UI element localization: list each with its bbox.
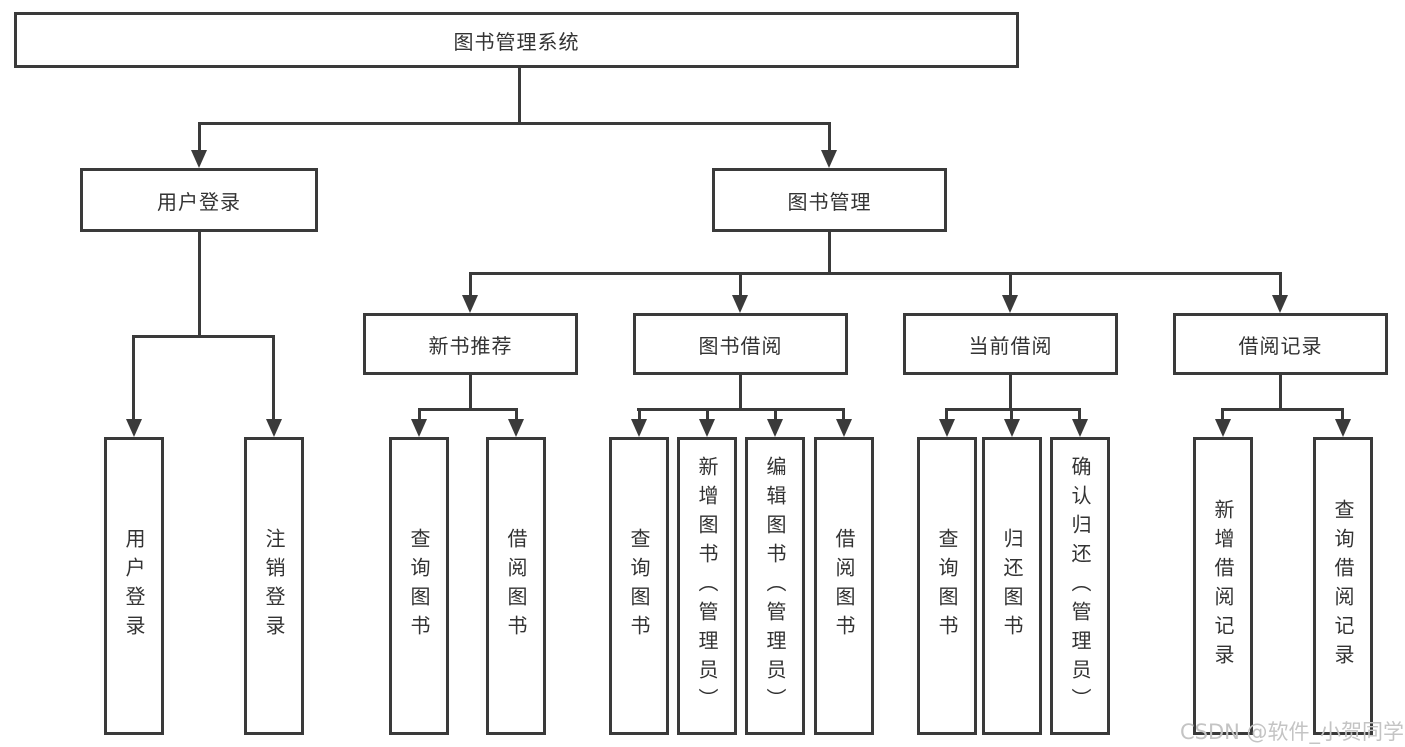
leaf-borrow-books-recommend-label: 借阅图书	[504, 528, 528, 644]
connector-root-stem	[518, 68, 521, 122]
leaf-return-books-label: 归还图书	[1000, 528, 1024, 644]
leaf-borrow-books: 借阅图书	[814, 437, 874, 735]
connector-new-book-bar	[418, 408, 517, 411]
connector-borrow-records-stem	[1279, 375, 1282, 408]
node-library-system: 图书管理系统	[14, 12, 1019, 68]
arrowhead-cb-leaf1	[939, 419, 955, 437]
arrowhead-book-mgmt	[821, 150, 837, 168]
connector-bb-leaf1	[638, 408, 641, 420]
connector-level1-bar	[198, 122, 831, 125]
leaf-query-books-current: 查询图书	[917, 437, 977, 735]
connector-to-book-mgmt	[828, 122, 831, 152]
arrowhead-br-leaf1	[1215, 419, 1231, 437]
connector-current-borrow-stem	[1009, 375, 1012, 408]
connector-br-leaf1	[1221, 408, 1224, 420]
connector-user-login-stem	[198, 232, 201, 335]
arrowhead-new-book	[462, 295, 478, 313]
leaf-query-books-current-label: 查询图书	[935, 528, 959, 644]
connector-to-leaf-user-login	[132, 335, 135, 419]
arrowhead-bb-leaf2	[699, 419, 715, 437]
leaf-query-books-borrow-label: 查询图书	[627, 528, 651, 644]
connector-br-leaf2	[1341, 408, 1344, 420]
node-book-borrowing: 图书借阅	[633, 313, 848, 375]
connector-book-borrow-stem	[739, 375, 742, 408]
connector-nbr-leaf2	[515, 408, 518, 420]
leaf-query-books-recommend-label: 查询图书	[407, 528, 431, 644]
node-borrowing-records: 借阅记录	[1173, 313, 1388, 375]
connector-to-current-borrow	[1009, 272, 1012, 297]
leaf-query-borrow-record-label: 查询借阅记录	[1331, 499, 1355, 673]
arrowhead-nbr-leaf2	[508, 419, 524, 437]
leaf-confirm-return-admin: 确认归还（管理员）	[1050, 437, 1110, 735]
leaf-query-borrow-record: 查询借阅记录	[1313, 437, 1373, 735]
connector-borrow-records-bar	[1221, 408, 1344, 411]
connector-bb-leaf2	[706, 408, 709, 420]
leaf-confirm-return-admin-label: 确认归还（管理员）	[1068, 455, 1092, 717]
connector-cb-leaf2	[1010, 408, 1013, 420]
connector-to-leaf-logout	[272, 335, 275, 419]
connector-bb-leaf4	[842, 408, 845, 420]
connector-to-book-borrow	[739, 272, 742, 297]
leaf-add-borrow-record-label: 新增借阅记录	[1211, 499, 1235, 673]
connector-book-borrow-bar	[637, 408, 845, 411]
node-current-borrowing: 当前借阅	[903, 313, 1118, 375]
connector-bb-leaf3	[774, 408, 777, 420]
arrowhead-bb-leaf3	[767, 419, 783, 437]
connector-book-mgmt-stem	[828, 232, 831, 272]
connector-to-new-book	[469, 272, 472, 297]
leaf-add-book-admin: 新增图书（管理员）	[677, 437, 737, 735]
leaf-logout-label: 注销登录	[262, 528, 286, 644]
connector-user-login-bar	[132, 335, 275, 338]
arrowhead-cb-leaf3	[1072, 419, 1088, 437]
leaf-borrow-books-label: 借阅图书	[832, 528, 856, 644]
arrowhead-bb-leaf4	[836, 419, 852, 437]
leaf-return-books: 归还图书	[982, 437, 1042, 735]
leaf-query-books-recommend: 查询图书	[389, 437, 449, 735]
connector-cb-leaf1	[945, 408, 948, 420]
arrowhead-book-borrow	[732, 295, 748, 313]
csdn-watermark: CSDN @软件_小贺同学	[1180, 720, 1405, 744]
arrowhead-bb-leaf1	[631, 419, 647, 437]
connector-current-borrow-bar	[945, 408, 1081, 411]
node-new-book-recommend: 新书推荐	[363, 313, 578, 375]
node-user-login: 用户登录	[80, 168, 318, 232]
connector-new-book-stem	[469, 375, 472, 408]
arrowhead-cb-leaf2	[1004, 419, 1020, 437]
arrowhead-nbr-leaf1	[411, 419, 427, 437]
arrowhead-user-login	[191, 150, 207, 168]
leaf-logout: 注销登录	[244, 437, 304, 735]
leaf-edit-book-admin: 编辑图书（管理员）	[745, 437, 805, 735]
leaf-add-borrow-record: 新增借阅记录	[1193, 437, 1253, 735]
connector-to-borrow-records	[1279, 272, 1282, 297]
node-book-management: 图书管理	[712, 168, 947, 232]
connector-cb-leaf3	[1078, 408, 1081, 420]
leaf-user-login: 用户登录	[104, 437, 164, 735]
arrowhead-borrow-records	[1272, 295, 1288, 313]
leaf-borrow-books-recommend: 借阅图书	[486, 437, 546, 735]
arrowhead-br-leaf2	[1335, 419, 1351, 437]
connector-book-mgmt-bar	[469, 272, 1282, 275]
leaf-user-login-label: 用户登录	[122, 528, 146, 644]
arrowhead-leaf-logout	[266, 419, 282, 437]
leaf-edit-book-admin-label: 编辑图书（管理员）	[763, 455, 787, 717]
connector-to-user-login	[198, 122, 201, 152]
leaf-query-books-borrow: 查询图书	[609, 437, 669, 735]
leaf-add-book-admin-label: 新增图书（管理员）	[695, 455, 719, 717]
connector-nbr-leaf1	[418, 408, 421, 420]
arrowhead-current-borrow	[1002, 295, 1018, 313]
arrowhead-leaf-user-login	[126, 419, 142, 437]
